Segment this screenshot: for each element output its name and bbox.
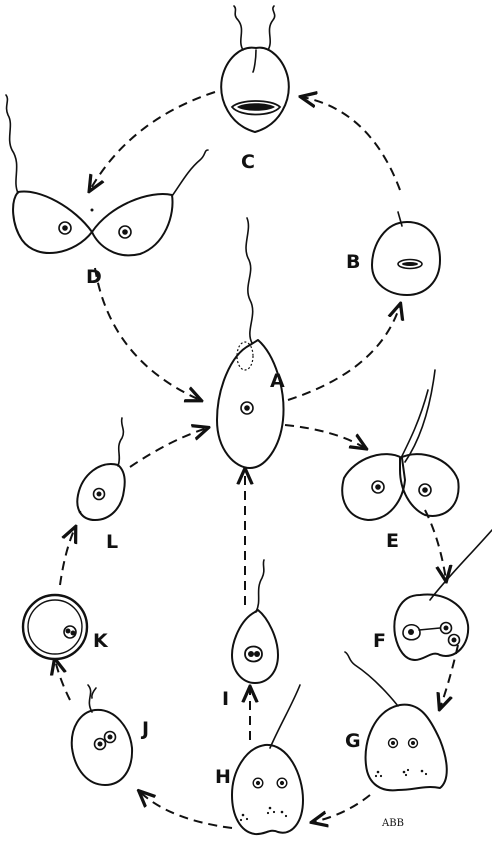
- arrow-e-to-f: [424, 509, 446, 580]
- label-g: G: [345, 730, 361, 752]
- arrow-f-to-g: [440, 644, 459, 708]
- cell-a: [216, 217, 285, 469]
- arrow-b-to-c: [302, 97, 401, 191]
- cell-k: [21, 593, 89, 661]
- label-c: C: [241, 151, 255, 173]
- label-j: J: [140, 718, 149, 740]
- label-l: L: [106, 531, 118, 553]
- artist-signature: ABB: [381, 818, 404, 829]
- arrow-j-to-k: [55, 660, 71, 701]
- label-a: A: [270, 370, 285, 392]
- cell-j: [70, 684, 134, 786]
- label-b: B: [346, 251, 360, 273]
- arrow-c-to-d: [90, 91, 216, 190]
- arrow-k-to-l: [59, 528, 75, 586]
- arrow-l-to-a: [129, 428, 207, 468]
- label-f: F: [373, 630, 386, 652]
- cell-d: [5, 94, 209, 257]
- label-e: E: [386, 530, 399, 552]
- label-d: D: [86, 266, 102, 288]
- label-i: I: [222, 688, 229, 710]
- arrow-g-to-h: [313, 794, 371, 822]
- cell-c: [220, 5, 290, 133]
- arrow-d-to-a: [94, 267, 200, 400]
- cell-f: [393, 529, 492, 661]
- cell-g: [344, 651, 448, 792]
- cell-e: [341, 369, 460, 521]
- cell-b: [371, 211, 441, 296]
- cell-l: [76, 417, 126, 521]
- label-h: H: [215, 766, 231, 788]
- cell-h: [231, 684, 304, 836]
- cell-i: [231, 559, 279, 684]
- arrow-a-to-b: [287, 305, 400, 401]
- arrow-a-to-e: [284, 424, 365, 448]
- label-k: K: [93, 630, 109, 652]
- arrow-h-to-j: [140, 792, 233, 829]
